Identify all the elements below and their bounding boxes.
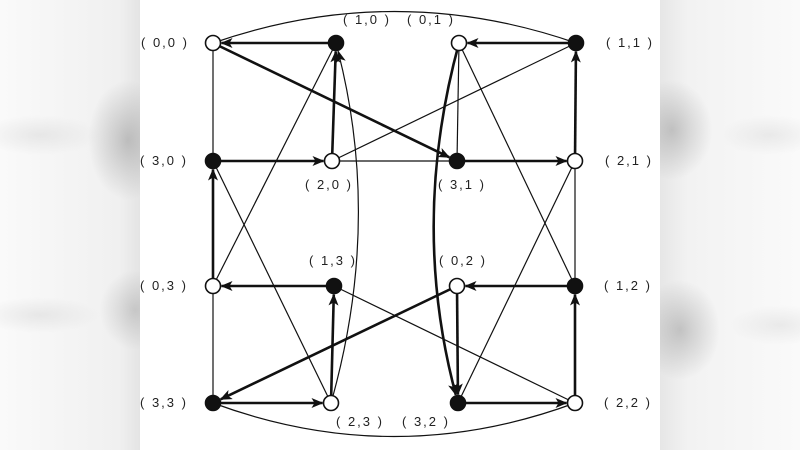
node-label-0-0: ( 0,0 ) xyxy=(141,35,189,50)
nodes-layer xyxy=(204,34,585,412)
edge-0-1-to-1-2 xyxy=(458,42,576,287)
node-0-0-open-circle-icon xyxy=(204,34,222,52)
node-label-1-0: ( 1,0 ) xyxy=(343,12,391,27)
edge-0-0-to-3-1 xyxy=(212,41,451,159)
node-label-2-3: ( 2,3 ) xyxy=(336,414,384,429)
edge-0-1-to-3-2 xyxy=(432,42,461,396)
edge-2-1-to-3-2 xyxy=(457,160,576,404)
blurred-right-margin xyxy=(660,0,800,450)
node-label-1-3: ( 1,3 ) xyxy=(309,253,357,268)
node-2-2-open-circle-icon xyxy=(566,394,584,412)
node-1-1-filled-circle-icon xyxy=(567,34,585,52)
node-label-3-2: ( 3,2 ) xyxy=(402,414,450,429)
edge-0-1-to-3-1 xyxy=(456,42,460,162)
edge-1-1-to-2-0 xyxy=(331,42,577,162)
node-label-0-1: ( 0,1 ) xyxy=(407,12,455,27)
node-0-3-open-circle-icon xyxy=(204,277,222,295)
node-3-0-filled-circle-icon xyxy=(204,152,222,170)
edges-layer xyxy=(208,10,581,438)
edge-0-2-to-3-3 xyxy=(219,284,458,401)
node-3-1-filled-circle-icon xyxy=(448,152,466,170)
node-2-3-open-circle-icon xyxy=(322,394,340,412)
diagram-panel xyxy=(140,0,660,450)
edge-3-0-to-2-3 xyxy=(212,160,332,404)
node-0-2-open-circle-icon xyxy=(448,277,466,295)
node-label-0-2: ( 0,2 ) xyxy=(439,253,487,268)
node-label-2-2: ( 2,2 ) xyxy=(604,395,652,410)
edge-1-1-to-0-0 xyxy=(212,10,577,44)
edge-2-3-to-1-3 xyxy=(328,293,339,404)
edge-2-3-to-1-0 xyxy=(330,50,359,404)
node-label-3-3: ( 3,3 ) xyxy=(140,395,188,410)
node-label-1-1: ( 1,1 ) xyxy=(606,35,654,50)
node-label-3-1: ( 3,1 ) xyxy=(438,177,486,192)
node-1-2-filled-circle-icon xyxy=(566,277,584,295)
edge-0-2-to-3-2 xyxy=(452,285,463,396)
node-label-2-0: ( 2,0 ) xyxy=(305,177,353,192)
edge-0-3-to-1-0 xyxy=(212,42,337,287)
node-label-2-1: ( 2,1 ) xyxy=(605,153,653,168)
node-2-1-open-circle-icon xyxy=(566,152,584,170)
edge-1-3-to-2-2 xyxy=(333,285,576,404)
node-3-2-filled-circle-icon xyxy=(449,394,467,412)
node-label-1-2: ( 1,2 ) xyxy=(604,278,652,293)
edge-2-0-to-1-0 xyxy=(330,50,341,162)
blurred-left-margin xyxy=(0,0,140,450)
node-label-3-0: ( 3,0 ) xyxy=(140,153,188,168)
node-3-3-filled-circle-icon xyxy=(204,394,222,412)
node-1-3-filled-circle-icon xyxy=(325,277,343,295)
node-2-0-open-circle-icon xyxy=(323,152,341,170)
edge-2-1-to-1-1 xyxy=(570,50,581,162)
node-label-0-3: ( 0,3 ) xyxy=(140,278,188,293)
node-0-1-open-circle-icon xyxy=(450,34,468,52)
node-1-0-filled-circle-icon xyxy=(327,34,345,52)
edge-3-3-to-2-2 xyxy=(212,402,576,438)
